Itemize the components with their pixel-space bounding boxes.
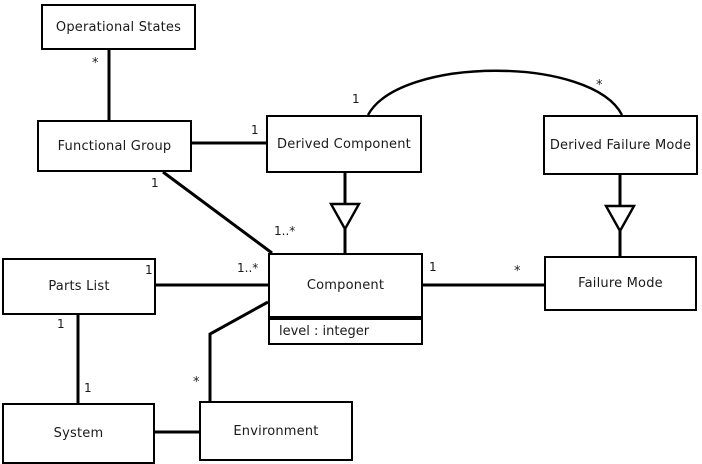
class-attribute-component-level: level : integer: [279, 324, 370, 339]
multiplicity-arc-left-one: 1: [352, 92, 360, 106]
multiplicity-environment-star: *: [193, 375, 200, 390]
multiplicity-failure-mode-left-star: *: [514, 264, 521, 279]
class-name-derived-failure-mode: Derived Failure Mode: [549, 137, 692, 153]
generalization-triangle-component: [328, 202, 362, 232]
class-box-functional-group[interactable]: Functional Group: [37, 120, 192, 172]
connector-functional-group-component: [162, 170, 273, 255]
class-box-parts-list[interactable]: Parts List: [2, 258, 156, 315]
multiplicity-component-top-one-to-many: 1..*: [274, 224, 296, 238]
multiplicity-operational-states-star: *: [92, 56, 99, 71]
multiplicity-derived-component-left-one: 1: [251, 123, 259, 137]
class-box-derived-failure-mode[interactable]: Derived Failure Mode: [543, 115, 698, 175]
class-name-parts-list: Parts List: [48, 279, 110, 294]
class-box-derived-component[interactable]: Derived Component: [266, 115, 422, 173]
multiplicity-system-top-one: 1: [84, 381, 92, 395]
multiplicity-parts-list-right-one: 1: [145, 263, 153, 277]
class-box-component[interactable]: Component: [268, 253, 423, 318]
class-name-functional-group: Functional Group: [57, 138, 172, 154]
class-box-system[interactable]: System: [2, 403, 155, 464]
multiplicity-arc-right-star: *: [596, 78, 603, 93]
generalization-triangle-failure-mode: [603, 204, 637, 234]
class-attributes-component[interactable]: level : integer: [268, 318, 423, 345]
connector-derived-component-derived-failure-mode-arc: [366, 69, 624, 116]
class-box-failure-mode[interactable]: Failure Mode: [544, 256, 697, 311]
class-name-operational-states: Operational States: [55, 19, 182, 35]
class-name-system: System: [53, 425, 104, 441]
multiplicity-parts-list-bottom-one: 1: [57, 317, 65, 331]
class-name-derived-component: Derived Component: [277, 136, 411, 152]
class-name-failure-mode: Failure Mode: [578, 276, 663, 291]
class-name-environment: Environment: [233, 423, 319, 439]
class-box-environment[interactable]: Environment: [199, 401, 353, 461]
class-name-component: Component: [306, 278, 385, 293]
connector-component-environment: [208, 300, 269, 401]
class-box-operational-states[interactable]: Operational States: [41, 4, 196, 50]
multiplicity-functional-group-one: 1: [151, 176, 159, 190]
multiplicity-component-left-one-to-many: 1..*: [237, 261, 259, 275]
multiplicity-component-right-one: 1: [429, 260, 437, 274]
